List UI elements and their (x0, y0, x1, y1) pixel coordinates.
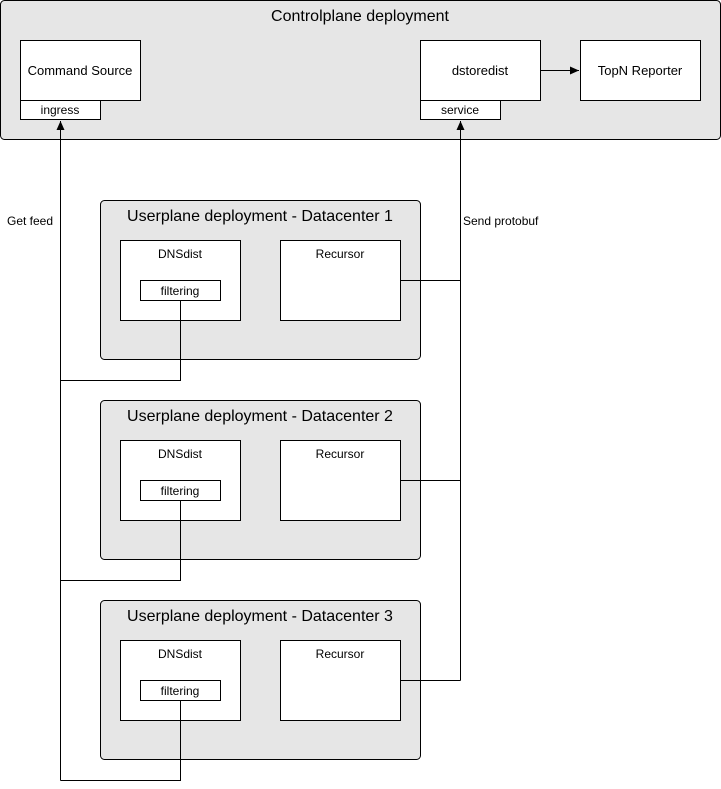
feed-connector-dc3 (60, 700, 181, 781)
controlplane-title: Controlplane deployment (271, 8, 449, 25)
dstoredist-label: dstoredist (452, 63, 509, 78)
recursor-dc2-box (280, 440, 401, 521)
feed-connector-dc2 (60, 500, 181, 581)
feed-connector-dc1 (60, 300, 181, 381)
ingress-label: ingress (41, 103, 80, 117)
topn-reporter-box (580, 40, 701, 101)
dnsdist-dc1-label: DNSdist (158, 247, 203, 261)
send-protobuf-label: Send protobuf (463, 214, 539, 228)
recursor-dc1-label: Recursor (316, 247, 365, 261)
userplane-dc2-title: Userplane deployment - Datacenter 2 (127, 408, 393, 425)
service-label: service (441, 103, 479, 117)
recursor-dc3-box (280, 640, 401, 721)
dnsdist-dc2-label: DNSdist (158, 447, 203, 461)
filtering-dc3-label: filtering (161, 684, 200, 698)
dnsdist-dc3-label: DNSdist (158, 647, 203, 661)
ingress-box (20, 100, 101, 120)
userplane-dc1-title: Userplane deployment - Datacenter 1 (127, 208, 393, 225)
recursor-dc1-box (280, 240, 401, 321)
topn-reporter-label: TopN Reporter (598, 63, 683, 78)
recursor-dc3-label: Recursor (316, 647, 365, 661)
command-source-label: Command Source (28, 63, 133, 78)
recursor-dc2-label: Recursor (316, 447, 365, 461)
filtering-dc2-label: filtering (161, 484, 200, 498)
service-box (420, 100, 501, 120)
filtering-dc1-label: filtering (161, 284, 200, 298)
get-feed-label: Get feed (7, 214, 53, 228)
userplane-dc3-title: Userplane deployment - Datacenter 3 (127, 608, 393, 625)
command-source-box (20, 40, 141, 101)
